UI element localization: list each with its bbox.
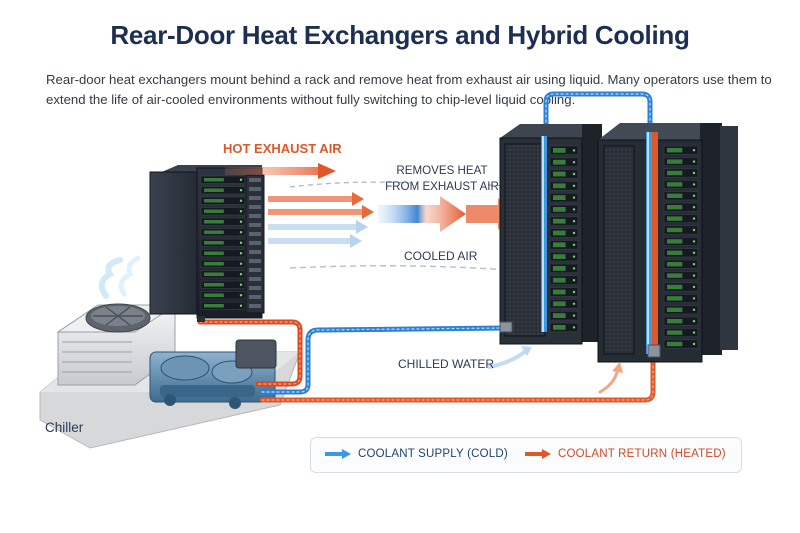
- rear-vent: [249, 205, 261, 209]
- removes-heat-label: REMOVES HEAT FROM EXHAUST AIR: [380, 163, 504, 195]
- hot-air-stream: [268, 196, 352, 202]
- intro-paragraph: Rear-door heat exchangers mount behind a…: [46, 72, 772, 107]
- heat-removal-arrow: [378, 196, 514, 232]
- rear-vent: [249, 196, 261, 200]
- legend-return-label: COOLANT RETURN (HEATED): [558, 448, 726, 460]
- hot-exhaust-air-label: HOT EXHAUST AIR: [223, 141, 342, 156]
- removes-heat-line1: REMOVES HEAT: [396, 164, 488, 177]
- rear-vent: [249, 232, 261, 236]
- hot-air-stream: [268, 209, 362, 215]
- arrow-head-icon: [350, 234, 362, 248]
- chiller-label: Chiller: [45, 420, 84, 435]
- legend-supply-label: COOLANT SUPPLY (COLD): [358, 448, 508, 460]
- chilled-water-pointer: [488, 349, 528, 369]
- page-title: Rear-Door Heat Exchangers and Hybrid Coo…: [110, 20, 690, 50]
- rear-vent: [249, 223, 261, 227]
- rear-vent: [249, 250, 261, 254]
- rear-vent: [249, 286, 261, 290]
- rear-vent: [249, 277, 261, 281]
- supply-arrow-icon: [325, 448, 351, 459]
- coolant-return-pipe: [197, 319, 656, 403]
- rear-vent: [249, 214, 261, 218]
- coolant-legend: COOLANT SUPPLY (COLD) COOLANT RETURN (HE…: [310, 437, 742, 473]
- rear-vent: [249, 241, 261, 245]
- cooled-air-label: COOLED AIR: [404, 249, 478, 263]
- hot-exhaust-arrow: [225, 163, 336, 179]
- rear-vent: [249, 268, 261, 272]
- rear-vent: [249, 259, 261, 263]
- rear-vent: [249, 304, 261, 308]
- server-rack-right: [597, 123, 738, 363]
- arrow-head-icon: [362, 205, 374, 219]
- removes-heat-line2: FROM EXHAUST AIR: [385, 180, 499, 193]
- legend-supply: COOLANT SUPPLY (COLD): [325, 448, 508, 460]
- server-rack-left: [149, 165, 265, 322]
- cool-air-stream: [268, 224, 356, 230]
- server-rack-rear-door: [499, 124, 602, 345]
- rear-vent: [249, 187, 261, 191]
- hot-air-streams: [268, 192, 374, 248]
- rear-vent: [249, 295, 261, 299]
- chiller-unit: [39, 255, 301, 449]
- cool-air-stream: [268, 238, 350, 244]
- chilled-water-label: CHILLED WATER: [398, 357, 495, 371]
- arrow-head-icon: [352, 192, 364, 206]
- rear-vent: [249, 178, 261, 182]
- legend-return: COOLANT RETURN (HEATED): [525, 448, 726, 460]
- arrow-head-icon: [356, 220, 368, 234]
- return-arrow-icon: [525, 448, 551, 459]
